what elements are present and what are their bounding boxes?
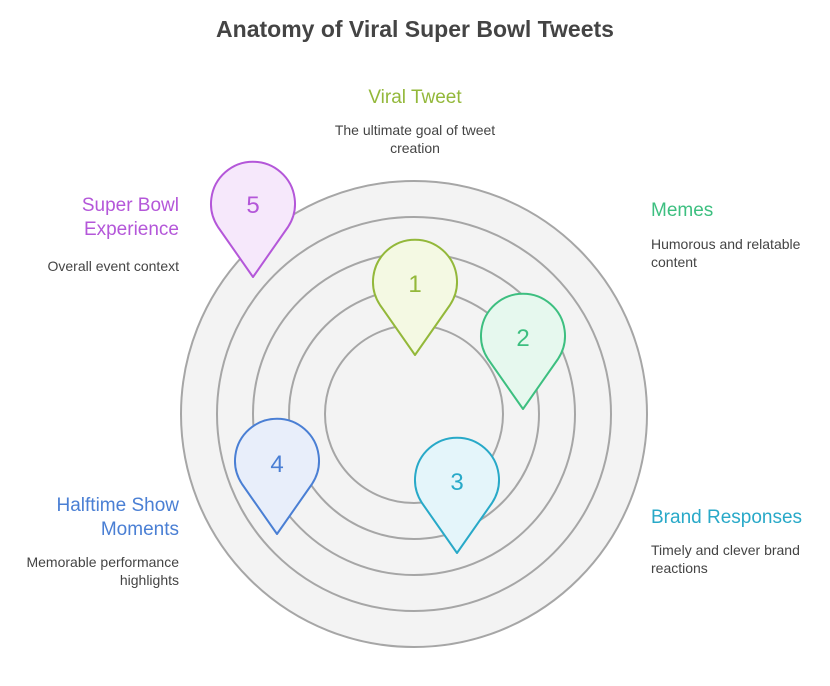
- pin-2: 2: [480, 292, 566, 410]
- pin-4: 4: [234, 417, 320, 535]
- label-viral-tweet: Viral Tweet: [368, 87, 462, 108]
- label-brand-responses: Brand Responses: [651, 507, 803, 528]
- pin-4-number: 4: [270, 451, 283, 478]
- pin-3: 3: [414, 436, 500, 554]
- desc-viral-tweet: The ultimate goal of tweet creation: [334, 122, 496, 156]
- pin-2-number: 2: [516, 325, 529, 352]
- desc-memes: Humorous and relatable content: [651, 236, 801, 270]
- desc-halftime-show-moments: Memorable performance highlights: [26, 554, 179, 588]
- label-super-bowl-experience: Super Bowl Experience: [81, 195, 179, 240]
- label-halftime-show-moments: Halftime Show Moments: [56, 495, 180, 540]
- label-memes: Memes: [651, 200, 714, 221]
- pin-5: 5: [210, 160, 296, 278]
- pin-1: 1: [372, 238, 458, 356]
- desc-super-bowl-experience: Overall event context: [47, 258, 179, 274]
- pin-1-number: 1: [408, 271, 421, 298]
- desc-brand-responses: Timely and clever brand reactions: [651, 542, 800, 576]
- pin-5-number: 5: [246, 192, 259, 219]
- diagram-title: Anatomy of Viral Super Bowl Tweets: [216, 16, 614, 42]
- pin-3-number: 3: [450, 469, 463, 496]
